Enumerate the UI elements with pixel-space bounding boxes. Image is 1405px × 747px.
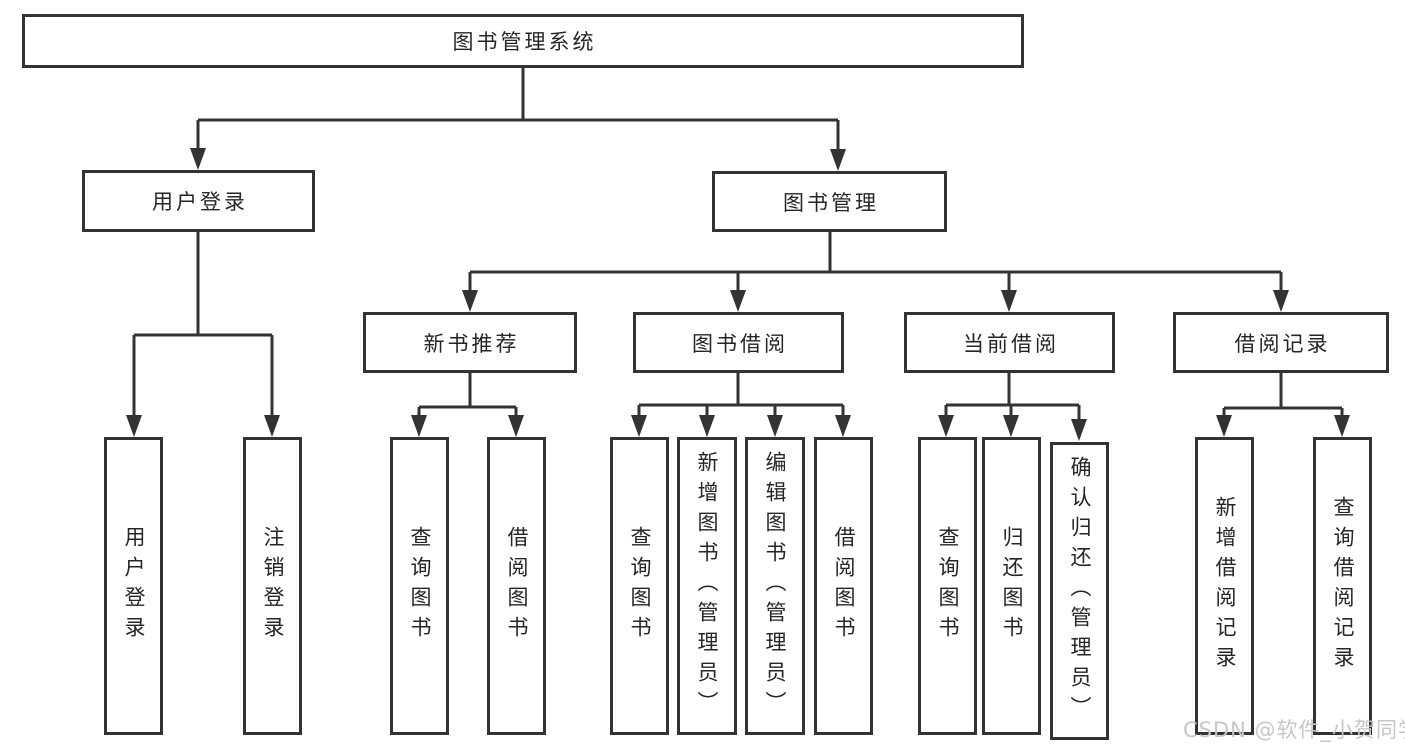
arrow-down-icon xyxy=(126,415,142,437)
node-library-management-system: 图书管理系统 xyxy=(22,14,1024,68)
arrow-down-icon xyxy=(190,148,206,170)
node-book-borrowing: 图书借阅 xyxy=(633,312,844,373)
node-book-management: 图书管理 xyxy=(712,171,947,232)
node-leaf-borrow-books-1: 借阅图书 xyxy=(487,437,546,735)
node-leaf-borrow-books-2: 借阅图书 xyxy=(814,437,873,735)
arrow-down-icon xyxy=(767,415,783,437)
node-leaf-logout: 注销登录 xyxy=(243,437,302,735)
connector-arrowheads xyxy=(126,148,1350,441)
node-leaf-query-borrow-record: 查询借阅记录 xyxy=(1313,437,1372,735)
node-leaf-query-books-3: 查询图书 xyxy=(918,437,977,735)
node-leaf-confirm-return-admin: 确认归还（管理员） xyxy=(1050,442,1109,740)
arrow-down-icon xyxy=(411,415,427,437)
node-leaf-add-books-admin: 新增图书（管理员） xyxy=(677,437,737,735)
arrow-down-icon xyxy=(631,415,647,437)
node-user-login: 用户登录 xyxy=(82,170,315,232)
arrow-down-icon xyxy=(699,415,715,437)
arrow-down-icon xyxy=(835,415,851,437)
connector-stems xyxy=(132,68,1344,423)
arrow-down-icon xyxy=(1001,290,1017,312)
arrow-down-icon xyxy=(938,415,954,437)
node-leaf-query-books-1: 查询图书 xyxy=(390,437,449,735)
node-leaf-edit-books-admin: 编辑图书（管理员） xyxy=(745,437,805,735)
node-leaf-return-books: 归还图书 xyxy=(982,437,1041,735)
node-leaf-user-login: 用户登录 xyxy=(104,437,163,735)
arrow-down-icon xyxy=(1003,415,1019,437)
arrow-down-icon xyxy=(1071,419,1087,441)
arrow-down-icon xyxy=(1273,290,1289,312)
arrow-down-icon xyxy=(1216,415,1232,437)
arrow-down-icon xyxy=(830,149,846,171)
node-new-book-recommend: 新书推荐 xyxy=(363,312,577,373)
node-leaf-query-books-2: 查询图书 xyxy=(610,437,669,735)
node-borrowing-records: 借阅记录 xyxy=(1173,312,1389,373)
arrow-down-icon xyxy=(730,290,746,312)
node-leaf-add-borrow-record: 新增借阅记录 xyxy=(1195,437,1254,735)
node-current-borrowing: 当前借阅 xyxy=(904,312,1115,373)
arrow-down-icon xyxy=(1334,415,1350,437)
arrow-down-icon xyxy=(264,415,280,437)
arrow-down-icon xyxy=(508,415,524,437)
csdn-watermark: CSDN @软件_小贺同学 xyxy=(1183,718,1405,742)
arrow-down-icon xyxy=(462,290,478,312)
